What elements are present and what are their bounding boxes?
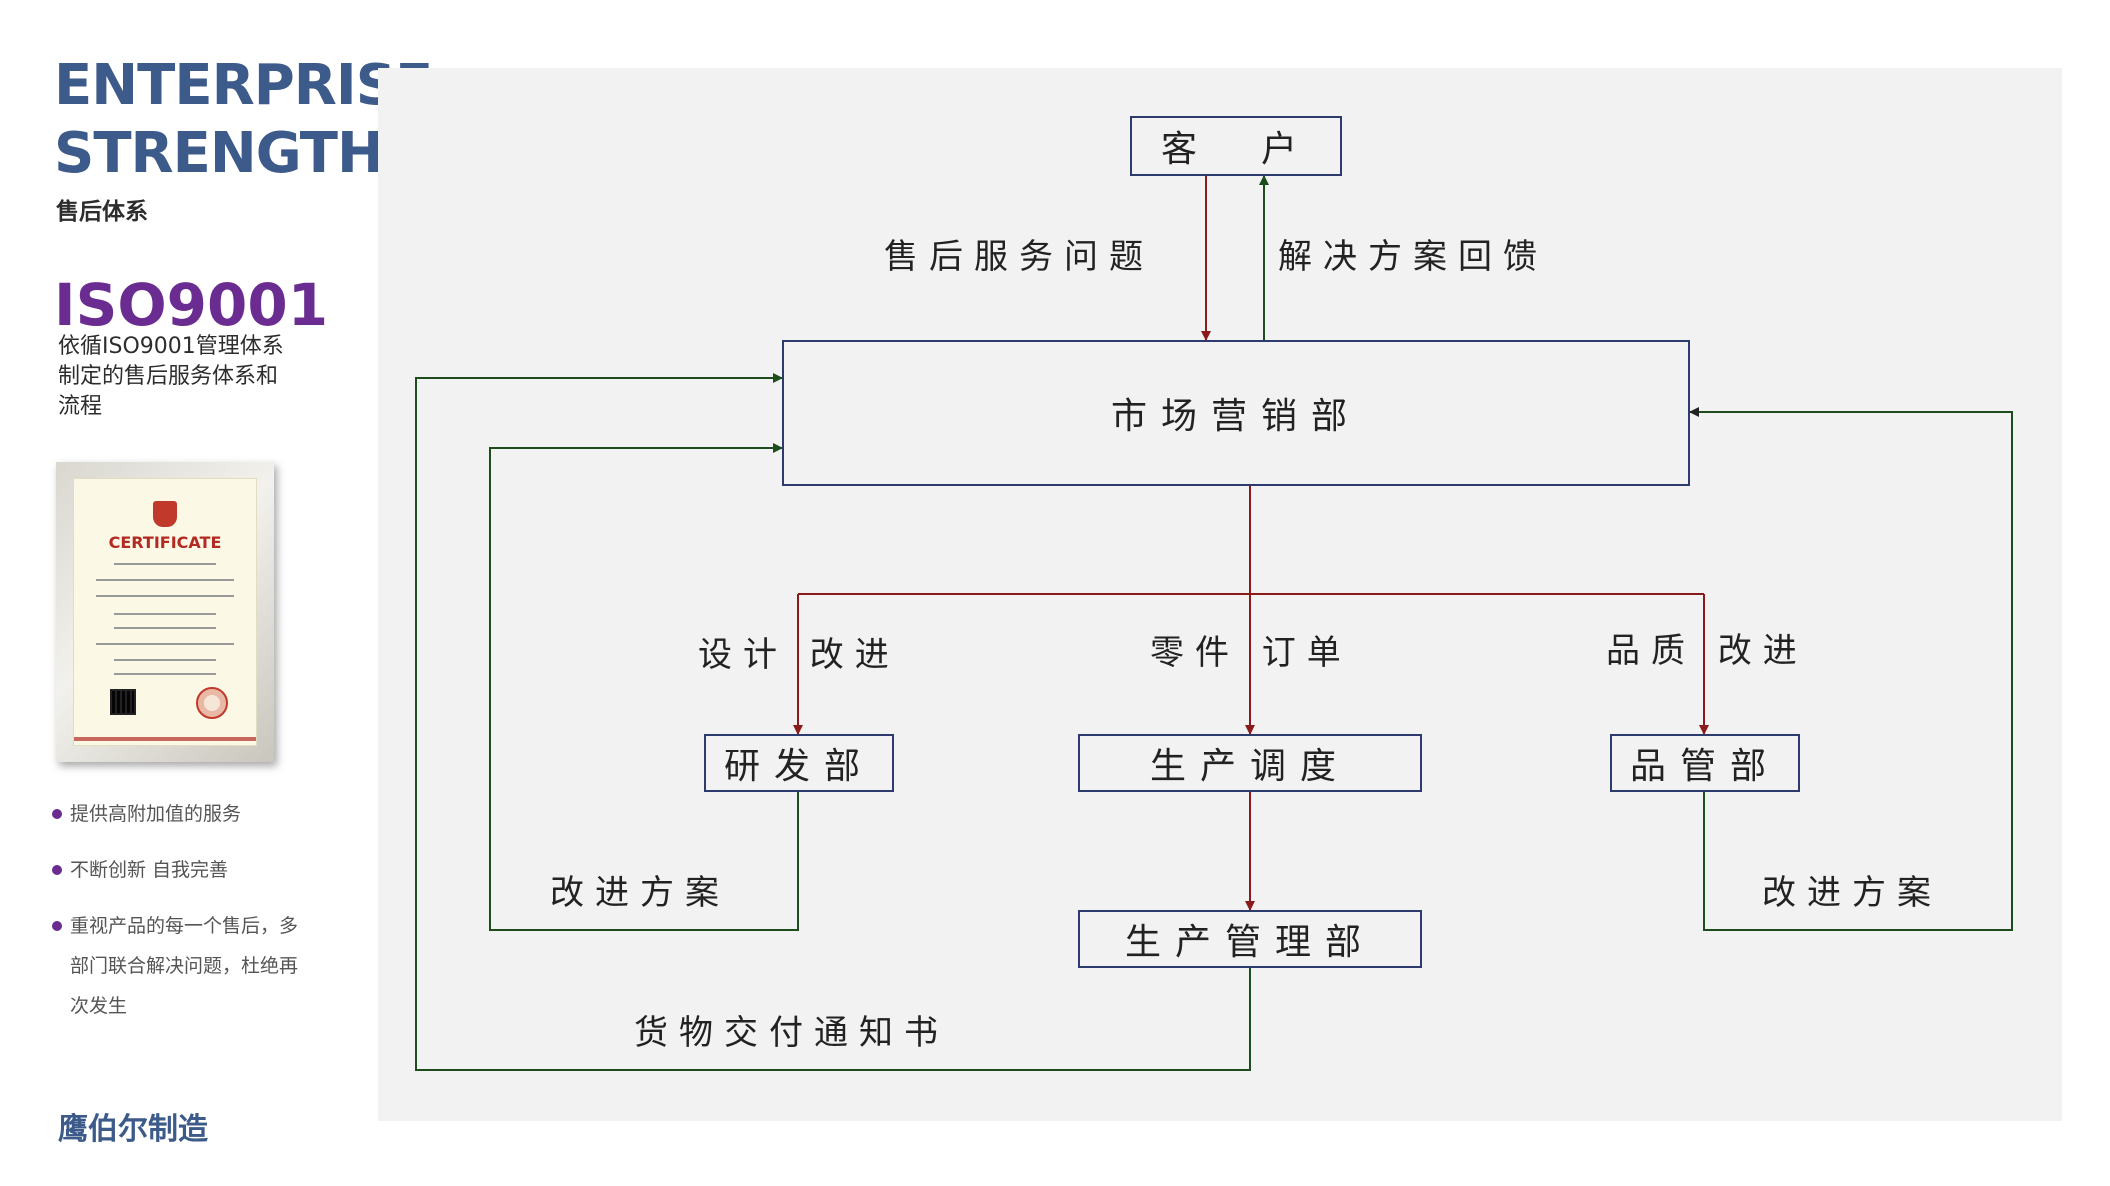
section-subtitle: 售后体系 bbox=[56, 199, 148, 225]
iso-title: ISO9001 bbox=[54, 271, 329, 339]
certificate-text-line bbox=[96, 579, 234, 581]
brand-name: 鹰伯尔制造 bbox=[58, 1112, 208, 1147]
certificate-bottom-bar bbox=[74, 737, 256, 741]
bullet-item: 提供高附加值的服务 bbox=[52, 794, 312, 834]
certificate-text-line bbox=[114, 673, 216, 675]
certificate-text-line bbox=[96, 643, 234, 645]
node-rnd: 研发部 bbox=[704, 734, 894, 792]
label-after-sales-issue: 售后服务问题 bbox=[884, 237, 1154, 277]
seal-icon bbox=[196, 687, 228, 719]
arrow-improve-plan-left bbox=[489, 443, 799, 931]
node-customer: 客 户 bbox=[1130, 116, 1342, 176]
arrow-improve-plan-right bbox=[1689, 407, 2013, 931]
sidebar: ENTERPRISE STRENGTH 售后体系 ISO9001 依循ISO90… bbox=[0, 0, 433, 1186]
node-quality: 品管部 bbox=[1610, 734, 1800, 792]
title-line-1: ENTERPRISE bbox=[54, 53, 433, 118]
bullet-dot-icon bbox=[52, 921, 62, 931]
node-production-mgmt: 生产管理部 bbox=[1078, 910, 1422, 968]
certificate-text-line bbox=[114, 627, 216, 629]
certificate-crest-icon bbox=[153, 501, 177, 527]
label-quality-improve: 品质 改进 bbox=[1606, 631, 1808, 671]
label-improve-plan-left: 改进方案 bbox=[550, 873, 730, 913]
certificate-text-line bbox=[96, 595, 234, 597]
certificate-paper: CERTIFICATE bbox=[73, 478, 257, 746]
certificate-text-line bbox=[114, 563, 216, 565]
bullet-item: 不断创新 自我完善 bbox=[52, 850, 312, 890]
certificate-heading: CERTIFICATE bbox=[108, 533, 222, 552]
flow-diagram: 客 户 市场营销部 研发部 生产调度 品管部 生产管理部 售后服务问题 解决方案… bbox=[378, 68, 2062, 1121]
qr-code-icon bbox=[110, 689, 136, 715]
certificate-image: CERTIFICATE bbox=[56, 462, 274, 762]
certificate-text-line bbox=[114, 613, 216, 615]
bullet-text: 提供高附加值的服务 bbox=[70, 803, 242, 825]
bullet-item: 重视产品的每一个售后，多部门联合解决问题，杜绝再次发生 bbox=[52, 906, 312, 1026]
arrow-delivery-notice bbox=[415, 373, 1251, 1071]
label-design-improve: 设计 改进 bbox=[698, 635, 900, 675]
iso-description: 依循ISO9001管理体系制定的售后服务体系和流程 bbox=[58, 334, 284, 419]
label-improve-plan-right: 改进方案 bbox=[1762, 873, 1942, 913]
label-delivery-notice: 货物交付通知书 bbox=[634, 1013, 949, 1053]
node-production-dispatch: 生产调度 bbox=[1078, 734, 1422, 792]
node-marketing: 市场营销部 bbox=[782, 340, 1690, 486]
certificate-text-line bbox=[114, 659, 216, 661]
bullet-text: 不断创新 自我完善 bbox=[70, 859, 229, 881]
title-line-2: STRENGTH bbox=[54, 121, 384, 186]
bullet-list: 提供高附加值的服务 不断创新 自我完善 重视产品的每一个售后，多部门联合解决问题… bbox=[52, 794, 312, 1026]
flow-connectors bbox=[415, 175, 2013, 1071]
bullet-text: 重视产品的每一个售后，多部门联合解决问题，杜绝再次发生 bbox=[70, 915, 299, 1017]
bullet-dot-icon bbox=[52, 809, 62, 819]
bullet-dot-icon bbox=[52, 865, 62, 875]
label-parts-order: 零件 订单 bbox=[1150, 633, 1352, 673]
label-solution-feedback: 解决方案回馈 bbox=[1278, 237, 1548, 277]
